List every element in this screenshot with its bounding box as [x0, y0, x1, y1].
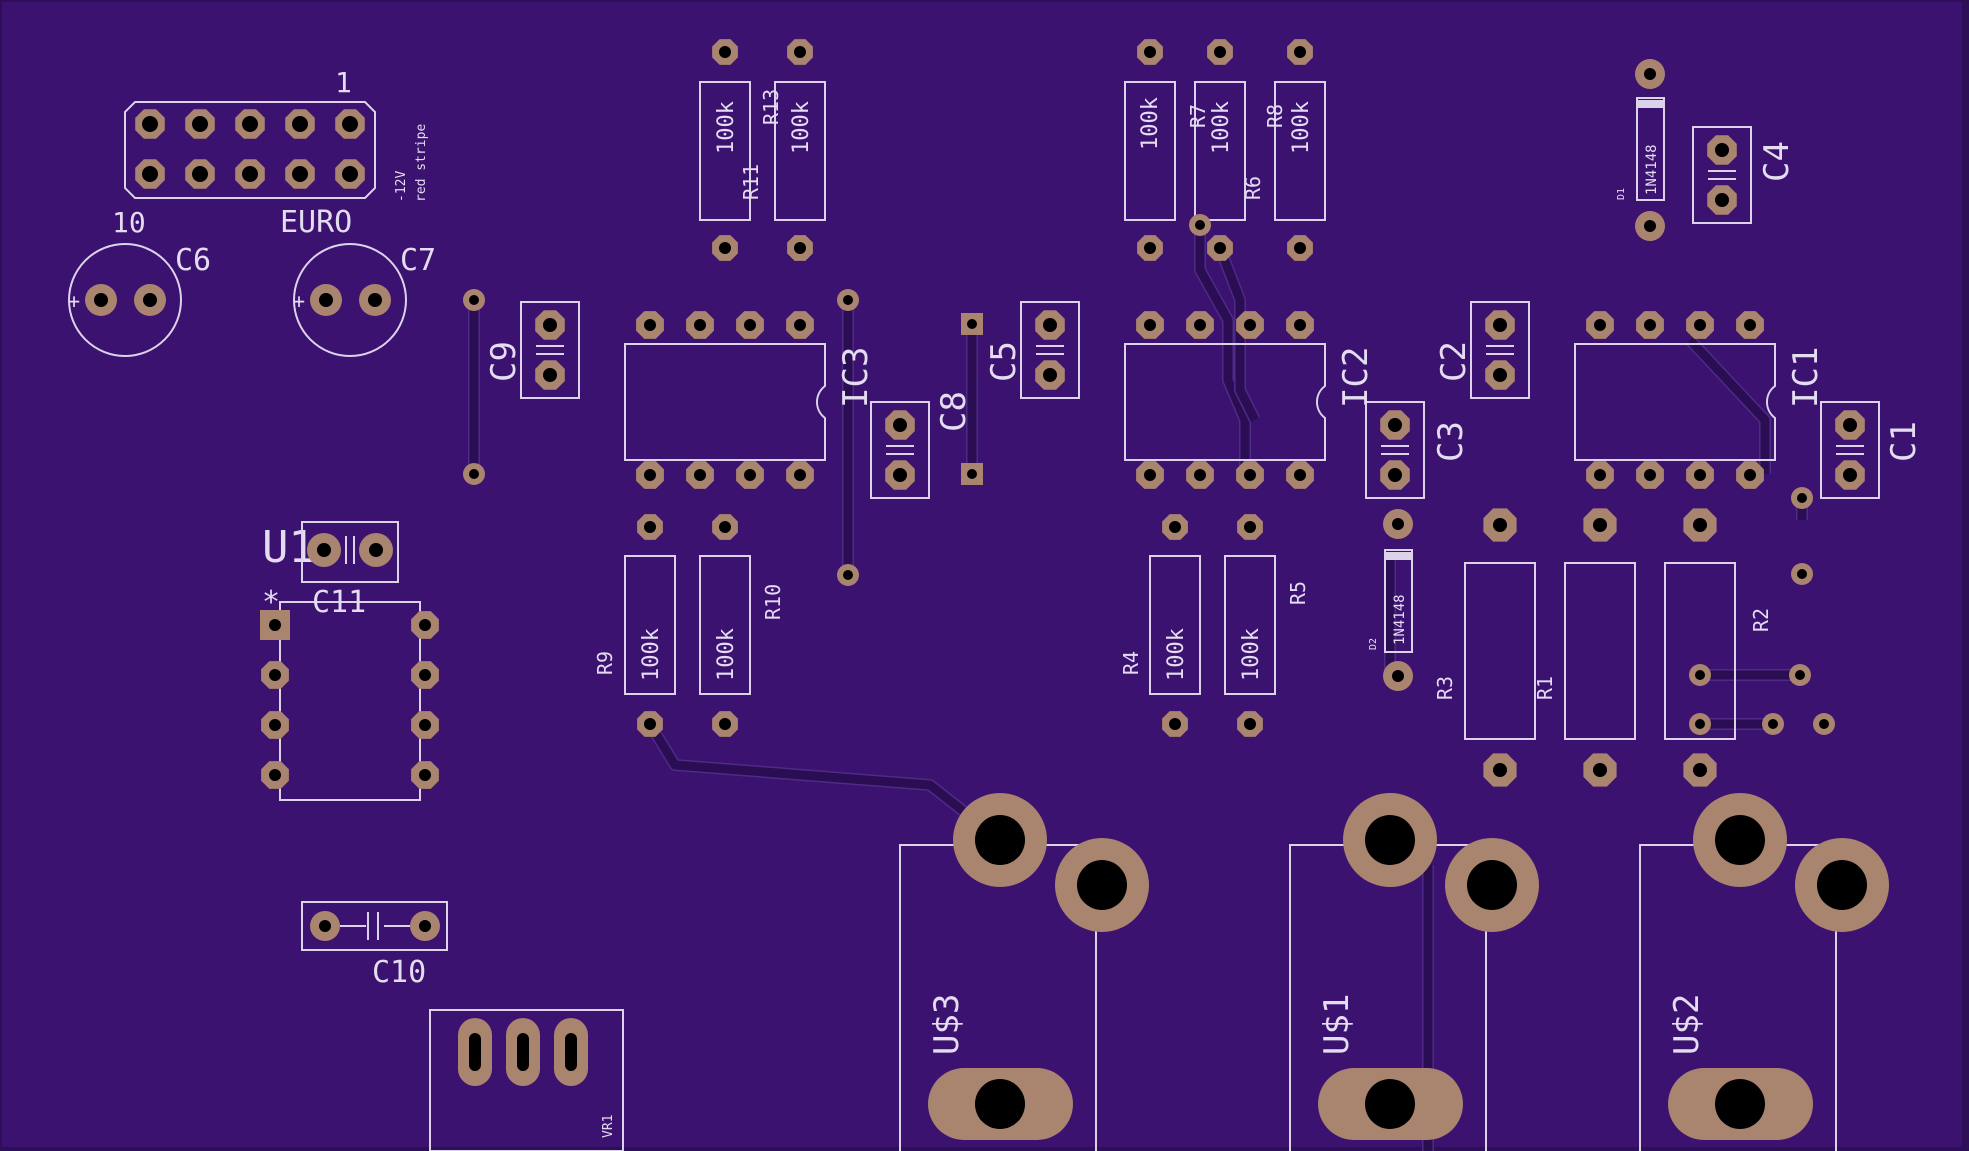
jack-us3: U$3: [899, 793, 1149, 1151]
resistor-value: 100k: [714, 101, 739, 154]
ic-ic2: IC2: [1124, 311, 1376, 489]
capacitor-label: C9: [484, 341, 524, 382]
ic-label: IC1: [1786, 347, 1826, 408]
resistor-value: 100k: [714, 628, 739, 681]
resistor-value: 100k: [1164, 628, 1189, 681]
capacitor-c9: C9: [484, 301, 580, 399]
header-pin10-label: 10: [112, 206, 146, 239]
header-note-voltage: -12V: [394, 171, 409, 202]
header-pin1-label: 1: [335, 66, 352, 99]
capacitor-c11: C11: [301, 521, 399, 620]
capacitor-c1: C1: [1820, 401, 1924, 499]
capacitor-label: C4: [1757, 141, 1797, 182]
capacitor-c6: + C6: [68, 243, 211, 357]
capacitor-label: C8: [934, 391, 974, 432]
capacitor-label: C1: [1884, 421, 1924, 462]
trimmer-vr1: VR1: [429, 1009, 624, 1151]
c11-label: C11: [312, 585, 366, 620]
resistor-r2-ref: R2: [1749, 608, 1773, 632]
capacitor-c4: C4: [1692, 126, 1797, 224]
resistor-r1: [1564, 508, 1636, 787]
u1-label: U1: [262, 522, 315, 573]
ic-ic3: IC3: [624, 311, 876, 489]
resistor-r6: R6: [1241, 176, 1265, 200]
capacitor-c10: C10: [301, 901, 448, 990]
resistor-r10: 100k R10: [699, 514, 785, 737]
ic-label: IC3: [836, 347, 876, 408]
vr1-label: VR1: [601, 1115, 616, 1138]
header-name-label: EURO: [280, 205, 352, 240]
resistor-ref: R10: [761, 584, 785, 620]
c7-label: C7: [400, 243, 436, 278]
resistor-100k-extra: 100k: [1124, 39, 1176, 261]
resistor-value: 100k: [1289, 101, 1314, 154]
resistor-r3-ref: R3: [1433, 676, 1457, 700]
d1-ref: D1: [1616, 188, 1627, 200]
capacitor-c3: C3: [1365, 401, 1471, 499]
dip-ics: IC3 IC2 IC1: [624, 311, 1826, 489]
svg-text:+: +: [68, 289, 80, 313]
capacitor-c7: + C7: [293, 243, 436, 357]
resistor-value: 100k: [1239, 628, 1264, 681]
capacitor-label: C5: [984, 341, 1024, 382]
resistor-ref: R6: [1241, 176, 1265, 200]
d1-value: 1N4148: [1644, 144, 1660, 195]
header-note-stripe: red stripe: [414, 124, 429, 202]
capacitor-label: C2: [1434, 341, 1474, 382]
resistor-value: 100k: [1209, 101, 1234, 154]
resistor-value: 100k: [639, 628, 664, 681]
resistor-ref: R5: [1286, 581, 1310, 605]
resistor-ref: R11: [739, 164, 763, 200]
capacitor-label: C3: [1431, 421, 1471, 462]
resistor-r9: 100k R9: [593, 514, 676, 737]
jack-label: U$3: [927, 994, 967, 1055]
c10-label: C10: [372, 955, 426, 990]
jack-us1: U$1: [1289, 793, 1539, 1151]
capacitor-c2: C2: [1434, 301, 1530, 399]
resistor-value: 100k: [1138, 97, 1163, 150]
capacitor-c5: C5: [984, 301, 1080, 399]
resistor-ref: R8: [1263, 104, 1287, 128]
jack-label: U$1: [1317, 994, 1357, 1055]
resistor-ref: R4: [1119, 651, 1143, 675]
capacitor-c8: C8: [870, 391, 974, 499]
resistor-ref: R13: [759, 89, 783, 125]
diode-d1: 1N4148 D1: [1616, 59, 1665, 241]
d2-ref: D2: [1368, 638, 1379, 650]
d2-value: 1N4148: [1392, 594, 1408, 645]
ic-label: IC2: [1336, 347, 1376, 408]
diode-d2: 1N4148 D2: [1368, 509, 1413, 691]
vias: [463, 214, 1835, 735]
jack-us2: U$2: [1639, 793, 1889, 1151]
ic-ic1: IC1: [1574, 311, 1826, 489]
resistor-r3: [1464, 508, 1536, 787]
resistor-ref: R7: [1186, 104, 1210, 128]
resistor-r4: 100k R4: [1119, 514, 1201, 737]
resistor-ref: R9: [593, 651, 617, 675]
jack-label: U$2: [1667, 994, 1707, 1055]
euro-power-header: 1 10 EURO -12V red stripe: [112, 66, 429, 240]
svg-text:+: +: [293, 289, 305, 313]
resistor-r2: [1664, 508, 1736, 787]
resistor-r5: 100k R5: [1224, 514, 1310, 737]
resistor-value: 100k: [789, 101, 814, 154]
ic-u1: U1 *: [260, 522, 439, 801]
c6-label: C6: [175, 243, 211, 278]
resistor-r1-ref: R1: [1533, 676, 1557, 700]
audio-jacks: U$3 U$1 U$2: [899, 793, 1889, 1151]
